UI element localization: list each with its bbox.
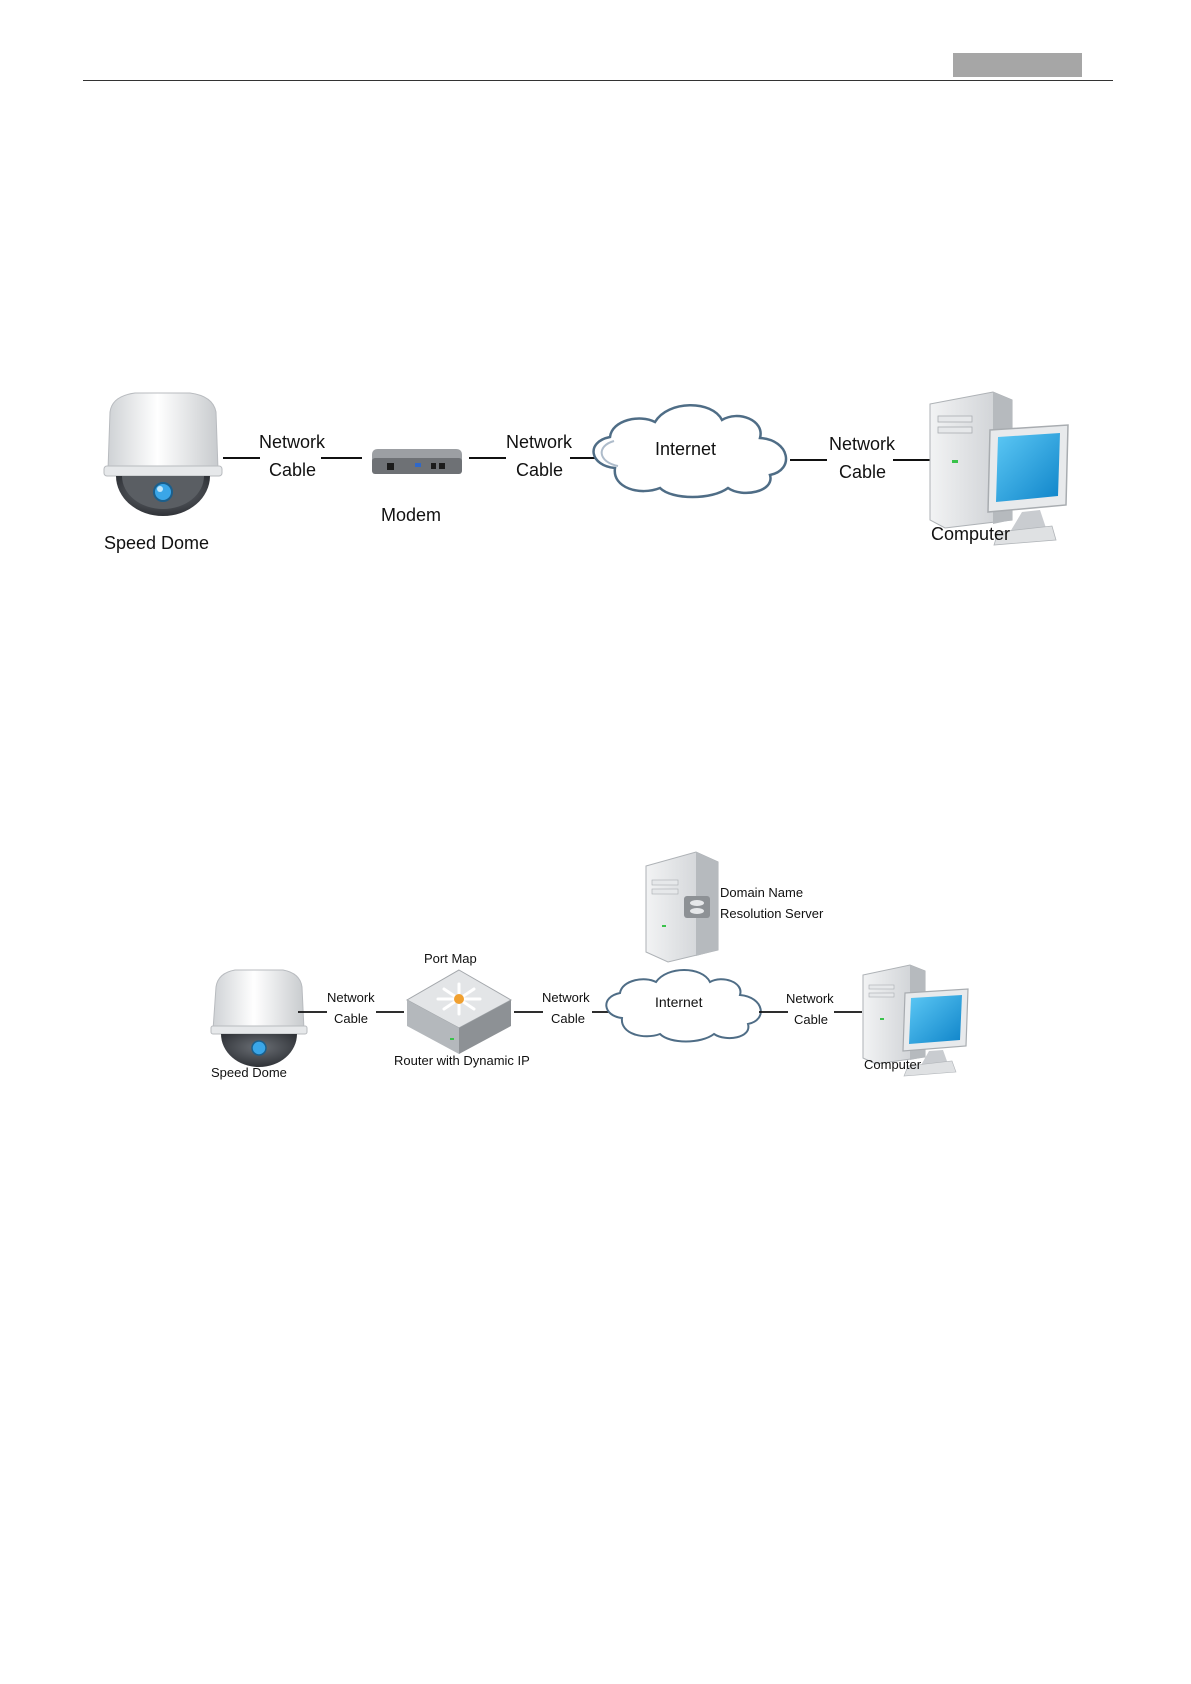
- network-diagram-modem: Speed Dome Network Cable Modem Network C…: [0, 380, 1191, 580]
- dns-server-label-line1: Domain Name: [720, 885, 803, 900]
- cable-label-line2: Cable: [839, 462, 886, 482]
- speed-dome-camera-icon: [104, 393, 222, 516]
- cable-label-line1: Network: [786, 991, 834, 1006]
- header-tab: [953, 53, 1082, 77]
- cable-label-line2: Cable: [269, 460, 316, 480]
- computer-icon: [930, 392, 1068, 545]
- cable-label-line1: Network: [327, 990, 375, 1005]
- header-rule: [83, 80, 1113, 81]
- dns-server-label-line2: Resolution Server: [720, 906, 824, 921]
- internet-label: Internet: [655, 994, 703, 1010]
- cable-label-line2: Cable: [794, 1012, 828, 1027]
- internet-label: Internet: [655, 439, 716, 459]
- cable-label-line2: Cable: [551, 1011, 585, 1026]
- computer-label: Computer: [864, 1057, 922, 1072]
- computer-label: Computer: [931, 524, 1010, 544]
- speed-dome-label: Speed Dome: [211, 1065, 287, 1080]
- router-label: Router with Dynamic IP: [394, 1053, 530, 1068]
- modem-icon: [372, 449, 462, 474]
- cable-label-line2: Cable: [516, 460, 563, 480]
- cable-label-line1: Network: [506, 432, 573, 452]
- router-icon: [407, 970, 511, 1054]
- cable-label-line1: Network: [829, 434, 896, 454]
- cable-label-line2: Cable: [334, 1011, 368, 1026]
- speed-dome-camera-icon: [211, 970, 307, 1067]
- network-diagram-router: Speed Dome Network Cable Port Map Router…: [0, 840, 1191, 1090]
- cable-label-line1: Network: [542, 990, 590, 1005]
- speed-dome-label: Speed Dome: [104, 533, 209, 553]
- dns-server-icon: [646, 852, 718, 962]
- cable-label-line1: Network: [259, 432, 326, 452]
- port-map-label: Port Map: [424, 951, 477, 966]
- modem-label: Modem: [381, 505, 441, 525]
